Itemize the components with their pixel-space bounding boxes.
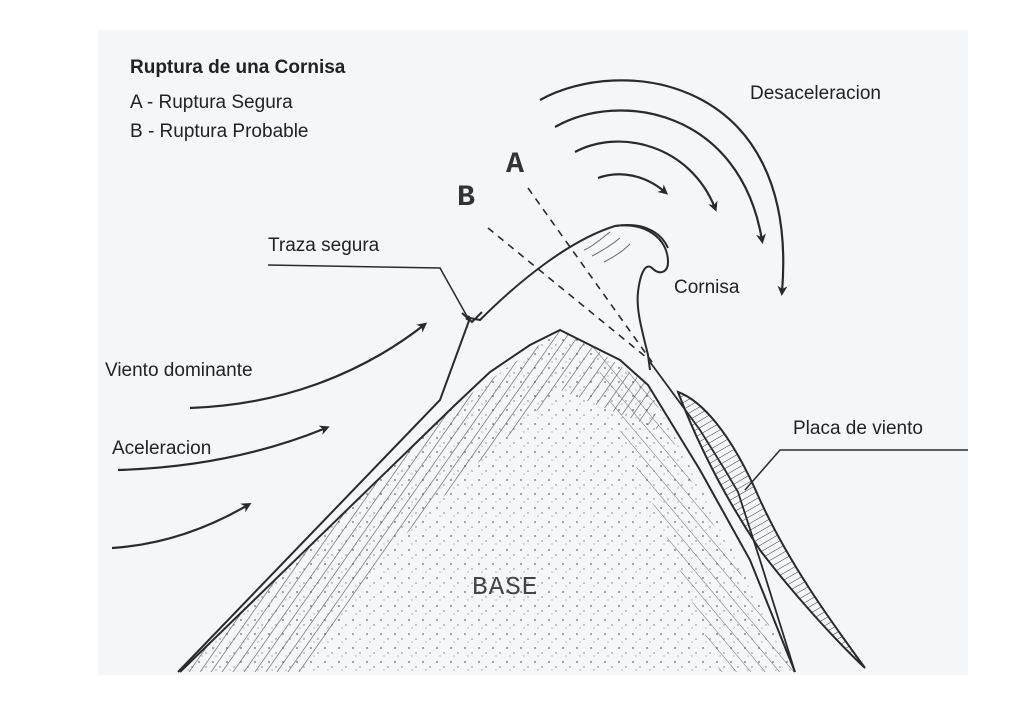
marker-b: B xyxy=(457,181,476,215)
legend-title: Ruptura de una Cornisa xyxy=(130,57,346,78)
cornice-texture xyxy=(583,231,631,263)
label-placa-de-viento: Placa de viento xyxy=(793,418,923,439)
mountain-outline xyxy=(179,328,796,673)
fracture-line-a xyxy=(527,187,653,363)
leader-traza-segura xyxy=(267,264,469,319)
legend-line-a: A - Ruptura Segura xyxy=(130,92,293,113)
snow-surface-line xyxy=(177,224,669,673)
decel-arrow-3 xyxy=(554,109,766,244)
wind-arrow-low xyxy=(111,502,252,550)
wind-slab xyxy=(676,390,866,669)
label-aceleracion: Aceleracion xyxy=(112,438,212,459)
safe-trace-notch xyxy=(461,311,483,324)
wind-arrow-high xyxy=(189,322,428,410)
label-viento-dominante: Viento dominante xyxy=(105,360,253,381)
label-base: BASE xyxy=(472,572,539,602)
label-cornisa: Cornisa xyxy=(674,277,740,298)
leader-placa-de-viento xyxy=(744,449,968,491)
label-traza-segura: Traza segura xyxy=(268,235,380,256)
mountain-rock-texture-right xyxy=(590,345,795,672)
decel-arrow-2 xyxy=(574,140,718,212)
legend-line-b: B - Ruptura Probable xyxy=(130,121,309,142)
mountain-rock-texture-left xyxy=(180,330,660,672)
fracture-line-b xyxy=(487,227,653,363)
label-desaceleracion: Desaceleracion xyxy=(750,83,881,104)
decel-arrow-1 xyxy=(597,173,669,195)
cornice-outline xyxy=(614,224,670,371)
decel-arrow-4 xyxy=(539,79,788,296)
marker-a: A xyxy=(506,148,525,182)
wind-arrow-mid xyxy=(117,425,330,472)
